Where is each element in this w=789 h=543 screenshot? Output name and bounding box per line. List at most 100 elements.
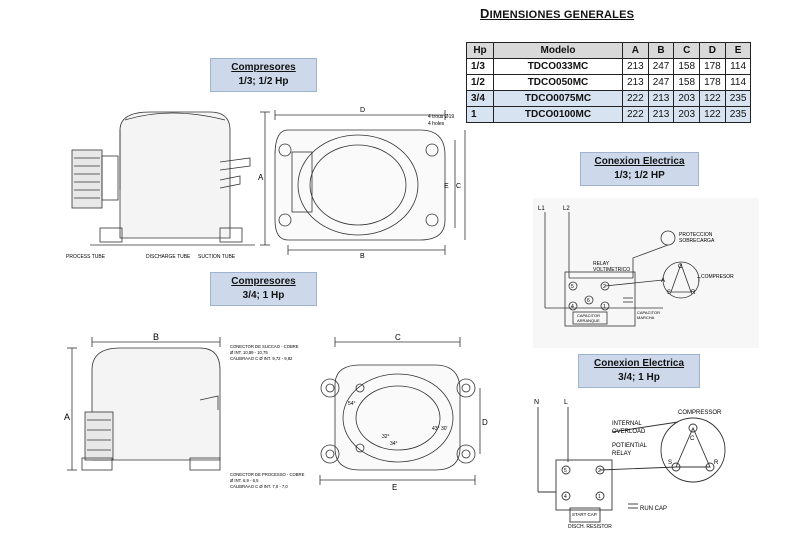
column-header: B bbox=[647, 42, 675, 59]
column-header: D bbox=[699, 42, 726, 59]
table-cell: 222 bbox=[622, 106, 649, 123]
label-title: Compresores bbox=[231, 62, 296, 73]
table-cell: TDCO050MC bbox=[493, 74, 623, 91]
capacitor-start-label: CAPACITOR bbox=[577, 313, 600, 318]
connection-small-label: Conexion Electrica 1/3; 1/2 HP bbox=[580, 152, 699, 186]
table-row: 1/2 TDCO050MC 213 247 158 178 114 bbox=[466, 74, 752, 91]
table-row: 1/3 TDCO033MC 213 247 158 178 114 bbox=[466, 58, 752, 75]
label-subtitle: 3/4; 1 Hp bbox=[618, 372, 660, 383]
terminal-label: 1 bbox=[598, 494, 601, 500]
terminal-label: A bbox=[661, 278, 665, 284]
terminal-label: C bbox=[678, 264, 683, 270]
overload-label: OVERLOAD bbox=[612, 429, 646, 435]
table-cell: 213 bbox=[622, 74, 649, 91]
label-subtitle: 1/3; 1/2 HP bbox=[614, 170, 665, 181]
capacitor-run-label: CAPACITOR bbox=[637, 310, 660, 315]
table-cell: 3/4 bbox=[466, 90, 494, 107]
table-cell: 1/2 bbox=[466, 74, 494, 91]
terminal-label: L2 bbox=[563, 206, 570, 212]
terminal-label: 2 bbox=[603, 284, 606, 290]
process-connector-note: Ø INT. 6,9 - 6,5 bbox=[230, 478, 259, 483]
compressor-large-drawing: A B C D E 54° 43° 30' 34° 32° CONECTOR D… bbox=[64, 332, 488, 492]
table-cell: 247 bbox=[647, 58, 675, 75]
angle-label: 34° bbox=[390, 441, 398, 447]
connection-large-label: Conexion Electrica 3/4; 1 Hp bbox=[578, 354, 700, 388]
terminal-label: S bbox=[667, 290, 671, 296]
protection-label: PROTECCION bbox=[679, 232, 713, 238]
table-cell: 235 bbox=[724, 106, 752, 123]
terminal-label: 5 bbox=[564, 468, 567, 474]
angle-label: 32° bbox=[382, 434, 390, 440]
table-row: 3/4 TDCO0075MC 222 213 203 122 235 bbox=[466, 90, 752, 107]
dim-e-label: E bbox=[444, 183, 449, 190]
suction-connector-note: CALIBRAAO C Ø INT. 9,72 - 9,82 bbox=[230, 356, 293, 361]
table-cell: 122 bbox=[699, 90, 726, 107]
table-cell: 213 bbox=[622, 58, 649, 75]
terminal-label: 4 bbox=[564, 494, 567, 500]
table-cell: 222 bbox=[622, 90, 649, 107]
terminal-label: T bbox=[697, 278, 701, 284]
terminal-label: R bbox=[714, 460, 719, 466]
compressor-label: COMPRESOR bbox=[701, 274, 734, 280]
resistor-label: DISCH. RESISTOR bbox=[568, 524, 612, 530]
protection-label: SOBRECARGA bbox=[679, 238, 715, 244]
column-header: C bbox=[673, 42, 701, 59]
terminal-label: 2 bbox=[598, 468, 601, 474]
table-cell: 158 bbox=[673, 58, 701, 75]
line-label: L bbox=[564, 399, 568, 406]
overload-label: INTERNAL bbox=[612, 421, 642, 427]
terminal-label: 5 bbox=[571, 284, 574, 290]
table-header-row: Hp Modelo A B C D E bbox=[466, 42, 752, 59]
dim-b-label: B bbox=[360, 253, 365, 260]
table-cell: 178 bbox=[699, 58, 726, 75]
neutral-label: N bbox=[534, 399, 539, 406]
holes-note-1: 4 trous Ø19 bbox=[428, 114, 454, 120]
table-cell: 122 bbox=[699, 106, 726, 123]
dim-e-label: E bbox=[392, 483, 397, 492]
process-connector-note: CALIBRAAO C Ø INT. 7,0 - 7,0 bbox=[230, 484, 288, 489]
table-cell: TDCO0075MC bbox=[493, 90, 623, 107]
compressor-small-drawing: A D B E C 4 trous Ø19 4 holes PROCESS TU… bbox=[66, 107, 466, 260]
suction-connector-note: Ø INT. 10,89 - 10,75 bbox=[230, 350, 268, 355]
dim-b-label: B bbox=[153, 332, 159, 342]
table-cell: 1 bbox=[466, 106, 494, 123]
dim-a-label: A bbox=[258, 173, 264, 182]
compressor-label: COMPRESSOR bbox=[678, 410, 722, 416]
capacitor-start-label: ARRANQUE bbox=[577, 318, 600, 323]
terminal-label: 6 bbox=[587, 298, 590, 304]
run-cap-label: RUN CAP bbox=[640, 506, 667, 512]
relay-label: POTIENTIAL bbox=[612, 443, 648, 449]
table-cell: 114 bbox=[724, 74, 752, 91]
terminal-label: 1 bbox=[603, 304, 606, 310]
table-cell: 235 bbox=[724, 90, 752, 107]
label-title: Conexion Electrica bbox=[594, 156, 685, 167]
relay-label: VOLTIMETRICO bbox=[593, 267, 630, 273]
dim-c-label: C bbox=[456, 183, 461, 190]
angle-label: 43° 30' bbox=[432, 426, 448, 432]
terminal-label: S bbox=[668, 460, 672, 466]
holes-note-2: 4 holes bbox=[428, 121, 445, 127]
table-cell: TDCO0100MC bbox=[493, 106, 623, 123]
label-title: Conexion Electrica bbox=[593, 358, 685, 369]
column-header: A bbox=[622, 42, 649, 59]
table-cell: 1/3 bbox=[466, 58, 494, 75]
table-cell: 203 bbox=[673, 90, 701, 107]
angle-label: 54° bbox=[348, 401, 356, 407]
table-cell: 178 bbox=[699, 74, 726, 91]
table-cell: 114 bbox=[724, 58, 752, 75]
terminal-label: C bbox=[690, 436, 695, 442]
process-connector-note: CONECTOR DE PROCESSO - COBRE bbox=[230, 472, 305, 477]
column-header: Modelo bbox=[493, 42, 623, 59]
capacitor-run-label: MARCHA bbox=[637, 315, 655, 320]
relay-label: RELAY bbox=[593, 261, 610, 267]
dim-a-label: A bbox=[64, 412, 70, 422]
table-cell: 247 bbox=[647, 74, 675, 91]
terminal-label: R bbox=[691, 290, 696, 296]
suction-tube-label: SUCTION TUBE bbox=[198, 254, 236, 260]
relay-label: RELAY bbox=[612, 451, 631, 457]
table-cell: 203 bbox=[673, 106, 701, 123]
compressor-large-label: Compresores 3/4; 1 Hp bbox=[210, 272, 317, 306]
label-subtitle: 1/3; 1/2 Hp bbox=[238, 76, 289, 87]
dim-c-label: C bbox=[395, 333, 401, 342]
page-title: DIMENSIONES GENERALES bbox=[480, 6, 635, 21]
